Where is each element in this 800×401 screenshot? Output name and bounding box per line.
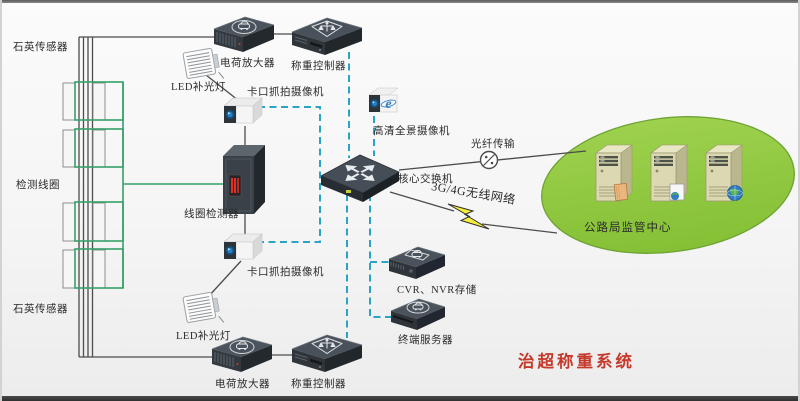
ie-logo-icon: e [380,97,397,112]
quartz-sensor-top-label: 石英传感器 [13,42,68,53]
detection-coil-loops [74,81,228,289]
ie-logo-glyph: e [385,97,391,112]
fiber-connector-icon [479,150,499,170]
weighing-controller-top-device [290,13,364,62]
hd-panorama-camera-device: e [366,84,402,129]
diagram-title: 治超称重系统 [518,352,635,371]
scale-icon [311,337,343,354]
terminal-server-device [389,294,447,339]
charge-amplifier-top-device [212,12,276,59]
center-server-2 [645,138,693,213]
globe-icon [727,185,743,201]
led-panel-icon [182,291,225,323]
four-way-arrows-icon [345,164,375,182]
cvr-nvr-storage-device [387,242,447,289]
led-panel-icon [182,47,225,79]
capture-camera-top-label: 卡口抓拍摄像机 [247,87,324,98]
car-icon [404,249,430,261]
terminal-server-label: 终端服务器 [398,335,453,346]
car-icon [406,301,430,314]
led-light-top-label: LED补光灯 [171,82,226,93]
led-light-bottom-label: LED补光灯 [176,331,231,342]
car-icon [231,20,257,34]
weighing-controller-bottom-device [290,330,364,379]
led-light-bottom-device [180,288,225,335]
center-server-3 [700,138,748,213]
scale-icon [311,20,343,37]
capture-camera-top-device [222,94,264,135]
lightning-bolt-icon [447,203,490,230]
coil-detector-device [220,142,268,221]
right-border [798,0,800,401]
top-border [0,0,800,3]
cvr-nvr-storage-label: CVR、NVR存储 [397,285,477,296]
core-switch-label: 核心交换机 [398,174,453,185]
bottom-border [0,396,800,401]
coil-detector-label: 线圈检测器 [184,209,239,220]
weighing-controller-top-label: 称重控制器 [291,61,346,72]
charge-amplifier-top-label: 电荷放大器 [220,58,275,69]
core-switch-device [316,148,404,209]
camera-lens-icon [225,110,235,119]
charge-amplifier-bottom-label: 电荷放大器 [215,379,270,390]
charge-amplifier-bottom-device [210,332,274,379]
fiber-link-label: 光纤传输 [471,139,515,150]
camera-lens-icon [225,246,235,255]
capture-camera-bottom-device [222,230,264,271]
weighing-controller-bottom-label: 称重控制器 [291,379,346,390]
detection-coil-label: 检测线圈 [16,180,60,191]
monitor-center-label: 公路局监管中心 [584,222,672,234]
book-icon [613,182,629,202]
vent-lines [216,32,236,48]
page-globe-icon [669,183,685,201]
capture-camera-bottom-label: 卡口抓拍摄像机 [247,267,324,278]
quartz-sensor-bars [62,82,106,289]
network-dashed-links [258,52,393,338]
camera-lens-icon [370,99,379,108]
center-server-1 [590,138,638,213]
left-border [0,0,2,401]
detector-display [228,174,242,197]
quartz-sensor-bottom-label: 石英传感器 [13,304,68,315]
led-light-top-device [180,44,225,91]
hd-panorama-camera-label: 高清全景摄像机 [373,126,450,137]
car-icon [229,340,255,354]
